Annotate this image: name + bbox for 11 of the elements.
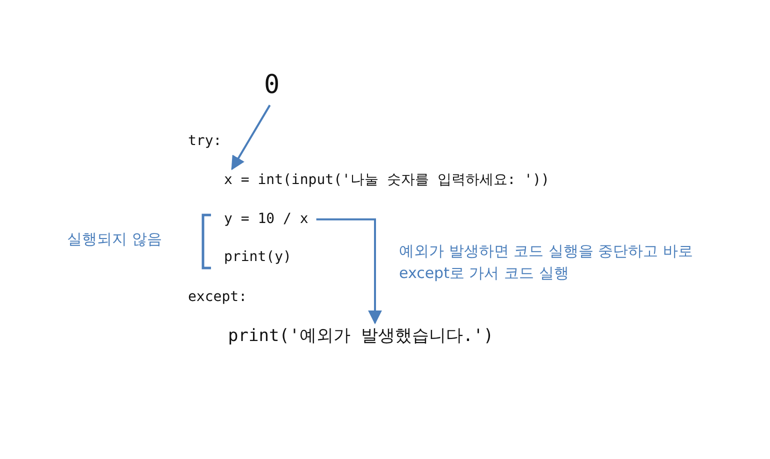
number-text: 0 (264, 70, 280, 102)
code-line: except: (188, 289, 248, 306)
code-line: x = int(input('나눌 숫자를 입력하세요: ')) (224, 172, 550, 189)
annotation-text: 실행되지 않음 (67, 230, 162, 248)
arrow (316, 218, 382, 324)
arrow (231, 104, 271, 170)
code-line: try: (188, 133, 222, 150)
code-line: print('예외가 발생했습니다.') (228, 326, 494, 346)
annotation-text: 예외가 발생하면 코드 실행을 중단하고 바로 except로 가서 코드 실행 (399, 241, 694, 284)
code-line: y = 10 / x (224, 211, 308, 228)
code-line: print(y) (224, 249, 292, 266)
